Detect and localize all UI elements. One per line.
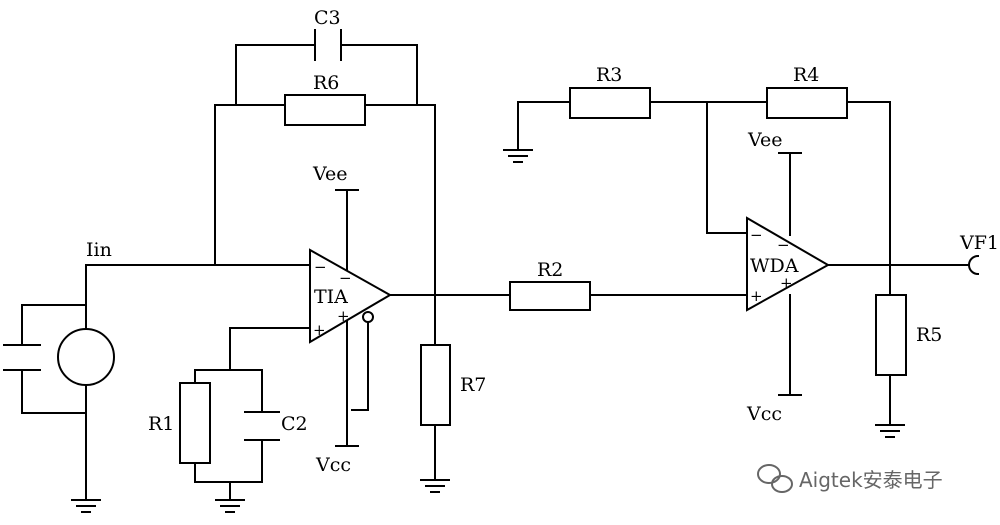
label-c2: C2 bbox=[281, 413, 308, 435]
resistor-r3 bbox=[569, 87, 651, 119]
resistor-r4 bbox=[766, 87, 848, 119]
resistor-r5 bbox=[875, 294, 907, 376]
label-vcc-tia: Vcc bbox=[315, 454, 351, 476]
wires bbox=[21, 44, 969, 501]
opamp-wda bbox=[746, 216, 831, 312]
output-terminal-icon bbox=[968, 254, 980, 276]
label-iin: Iin bbox=[86, 239, 112, 261]
label-r1: R1 bbox=[148, 413, 174, 435]
watermark-text: Aigtek安泰电子 bbox=[799, 468, 943, 492]
label-r2: R2 bbox=[537, 259, 563, 281]
label-vf1: VF1 bbox=[959, 232, 999, 254]
label-r7: R7 bbox=[460, 374, 486, 396]
label-r4: R4 bbox=[793, 64, 819, 86]
label-r6: R6 bbox=[313, 72, 339, 94]
label-c3: C3 bbox=[314, 7, 341, 29]
tia-power-minus-sign: − bbox=[339, 269, 352, 287]
label-r5: R5 bbox=[916, 324, 942, 346]
label-vcc-wda: Vcc bbox=[746, 403, 782, 425]
resistor-r7 bbox=[420, 344, 451, 426]
ground-icon bbox=[420, 479, 450, 493]
resistor-r1 bbox=[179, 382, 211, 464]
label-tia: TIA bbox=[314, 286, 348, 308]
tia-noninverting-sign: + bbox=[313, 321, 326, 339]
wda-power-plus-sign: + bbox=[780, 274, 793, 292]
inverting-bubble-icon bbox=[362, 311, 374, 323]
capacitor-c2 bbox=[244, 411, 280, 441]
resistor-r6 bbox=[284, 94, 366, 126]
label-wda: WDA bbox=[750, 255, 799, 277]
label-vee-wda: Vee bbox=[747, 129, 782, 151]
wda-inverting-sign: − bbox=[750, 226, 763, 244]
tia-inverting-sign: − bbox=[314, 258, 327, 276]
wda-noninverting-sign: + bbox=[750, 287, 763, 305]
watermark: Aigtek安泰电子 bbox=[757, 464, 943, 493]
current-source-icon bbox=[57, 328, 115, 386]
wda-power-minus-sign: − bbox=[777, 236, 790, 254]
opamp-tia bbox=[309, 248, 393, 344]
ground-icon bbox=[503, 149, 533, 163]
label-vee-tia: Vee bbox=[312, 163, 347, 185]
label-r3: R3 bbox=[596, 64, 622, 86]
wechat-icon bbox=[757, 464, 793, 493]
capacitor-source bbox=[3, 344, 41, 371]
ground-icon bbox=[71, 499, 101, 513]
resistor-r2 bbox=[509, 281, 591, 311]
ground-icon bbox=[215, 499, 245, 513]
tia-power-plus-sign: + bbox=[337, 307, 350, 325]
ground-icon bbox=[875, 424, 905, 438]
capacitor-c3 bbox=[314, 29, 342, 61]
